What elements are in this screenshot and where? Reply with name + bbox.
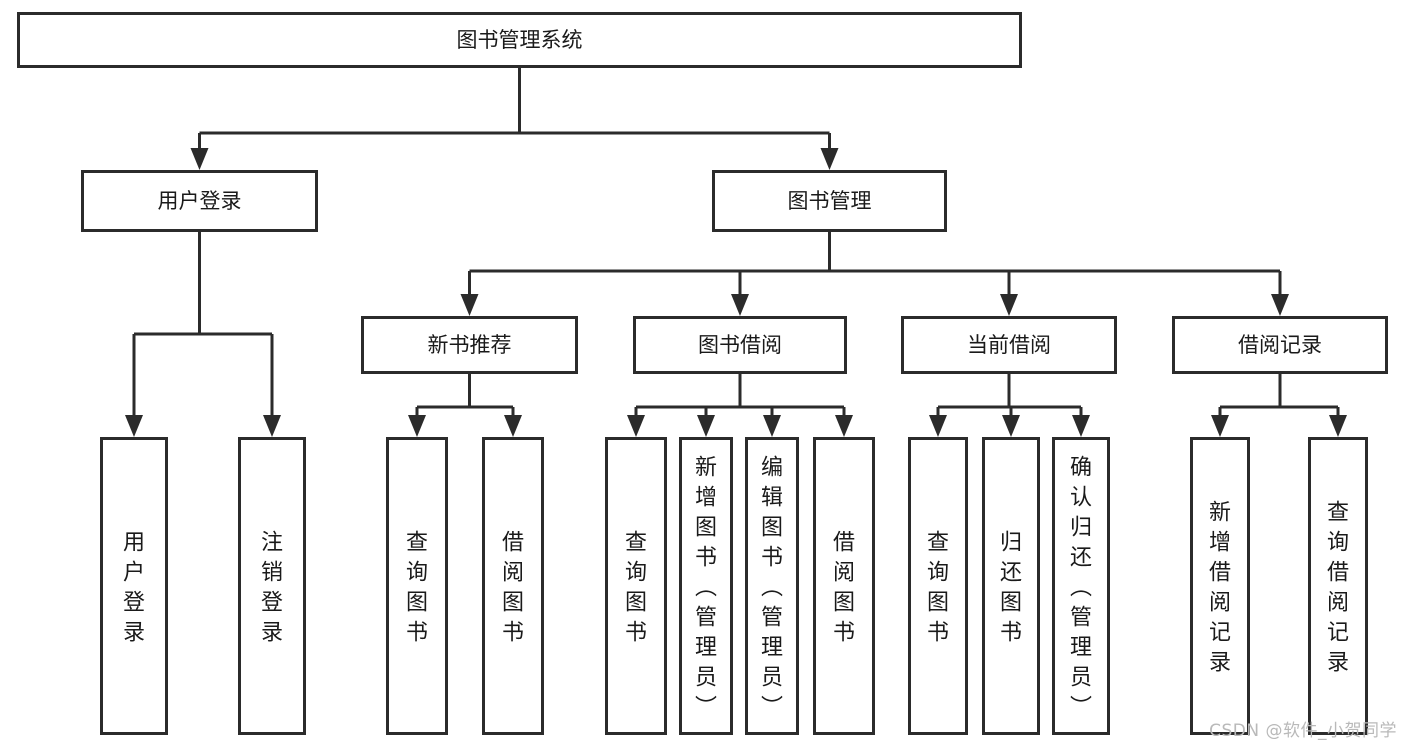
node-label: 图书管理系统 [457,28,583,52]
arrow-head-icon [190,148,209,170]
node-label: 新增图书︵管理员︶ [695,455,717,720]
level3-node-2[interactable]: 当前借阅 [901,316,1117,374]
node-label: 查询图书 [406,530,428,645]
arrow-head-icon [929,415,947,437]
arrow-head-icon [460,294,479,316]
node-label: 图书借阅 [698,333,782,357]
node-label: 新书推荐 [428,333,512,357]
node-label: 图书管理 [788,189,872,213]
node-label: 当前借阅 [967,333,1051,357]
leaf-node-10[interactable]: 确认归还︵管理员︶ [1052,437,1110,735]
node-label: 用户登录 [158,189,242,213]
leaf-node-11[interactable]: 新增借阅记录 [1190,437,1250,735]
node-label: 借阅图书 [833,530,855,645]
level3-node-1[interactable]: 图书借阅 [633,316,847,374]
arrow-head-icon [1000,294,1018,316]
node-label: 查询图书 [927,530,949,645]
arrow-head-icon [763,415,781,437]
arrow-head-icon [731,294,749,316]
root-node-book-management-system[interactable]: 图书管理系统 [17,12,1022,68]
arrow-head-icon [263,415,281,437]
nodes-layer: 图书管理系统用户登录图书管理新书推荐图书借阅当前借阅借阅记录用户登录注销登录查询… [17,12,1388,735]
leaf-node-4[interactable]: 查询图书 [605,437,667,735]
arrow-head-icon [1002,415,1020,437]
node-label: 借阅图书 [502,530,524,645]
node-label: 借阅记录 [1238,333,1322,357]
leaf-node-3[interactable]: 借阅图书 [482,437,544,735]
node-label: 注销登录 [261,530,283,645]
level3-node-3[interactable]: 借阅记录 [1172,316,1388,374]
leaf-node-0[interactable]: 用户登录 [100,437,168,735]
arrow-head-icon [1211,415,1229,437]
node-label: 用户登录 [123,530,145,645]
arrow-head-icon [408,415,426,437]
arrow-head-icon [125,415,143,437]
connectors-layer [125,68,1347,437]
node-label: 确认归还︵管理员︶ [1070,455,1092,720]
leaf-node-2[interactable]: 查询图书 [386,437,448,735]
node-label: 查询图书 [625,530,647,645]
arrow-head-icon [1329,415,1347,437]
arrow-head-icon [504,415,522,437]
leaf-node-9[interactable]: 归还图书 [982,437,1040,735]
arrow-head-icon [835,415,853,437]
leaf-node-1[interactable]: 注销登录 [238,437,306,735]
level2-node-1[interactable]: 图书管理 [712,170,947,232]
arrow-head-icon [820,148,839,170]
arrow-head-icon [1271,294,1289,316]
csdn-watermark: CSDN @软件_小贺同学 [1209,721,1397,741]
node-label: 编辑图书︵管理员︶ [761,455,783,720]
node-label: 归还图书 [1000,530,1022,645]
leaf-node-7[interactable]: 借阅图书 [813,437,875,735]
arrow-head-icon [627,415,645,437]
node-label: 查询借阅记录 [1327,500,1349,675]
leaf-node-12[interactable]: 查询借阅记录 [1308,437,1368,735]
leaf-node-6[interactable]: 编辑图书︵管理员︶ [745,437,799,735]
leaf-node-8[interactable]: 查询图书 [908,437,968,735]
arrow-head-icon [1072,415,1090,437]
leaf-node-5[interactable]: 新增图书︵管理员︶ [679,437,733,735]
arrow-head-icon [697,415,715,437]
node-label: 新增借阅记录 [1209,500,1231,675]
level3-node-0[interactable]: 新书推荐 [361,316,578,374]
level2-node-0[interactable]: 用户登录 [81,170,318,232]
